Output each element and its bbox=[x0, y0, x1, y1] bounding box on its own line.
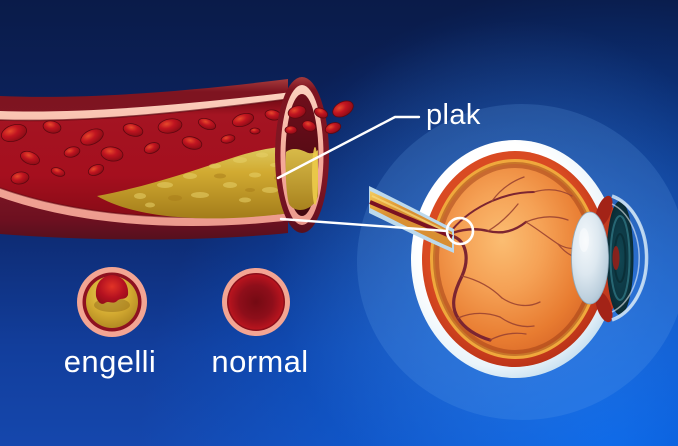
normal-vessel-diagram bbox=[222, 268, 290, 336]
cross-sections bbox=[77, 267, 290, 337]
retinal-vessels bbox=[450, 176, 589, 342]
fundus bbox=[435, 164, 595, 354]
eye-front-segment bbox=[571, 194, 649, 323]
artery-illustration bbox=[0, 77, 354, 240]
leader-line-eye bbox=[279, 217, 449, 233]
residual-blood-blob bbox=[95, 275, 129, 304]
label-blocked-vessel: engelli bbox=[63, 344, 157, 379]
plaque-deposit bbox=[97, 146, 298, 219]
blockage-marker-circle bbox=[445, 216, 475, 246]
plaque-cut-face bbox=[285, 148, 318, 210]
lumen-top-crease bbox=[0, 97, 297, 122]
central-retinal-vessel bbox=[369, 200, 453, 239]
annotations bbox=[276, 115, 475, 246]
label-normal-vessel: normal bbox=[211, 344, 309, 379]
leader-line-plaque bbox=[276, 115, 421, 180]
eye-illustration bbox=[369, 140, 649, 378]
lens bbox=[571, 211, 609, 305]
blocked-vessel-diagram bbox=[77, 267, 147, 337]
blood-cells bbox=[0, 109, 288, 185]
escaping-blood-cells bbox=[313, 100, 354, 134]
artery-opening bbox=[275, 77, 329, 233]
pupil-reflex bbox=[612, 246, 620, 270]
label-plaque: plak bbox=[426, 99, 481, 131]
